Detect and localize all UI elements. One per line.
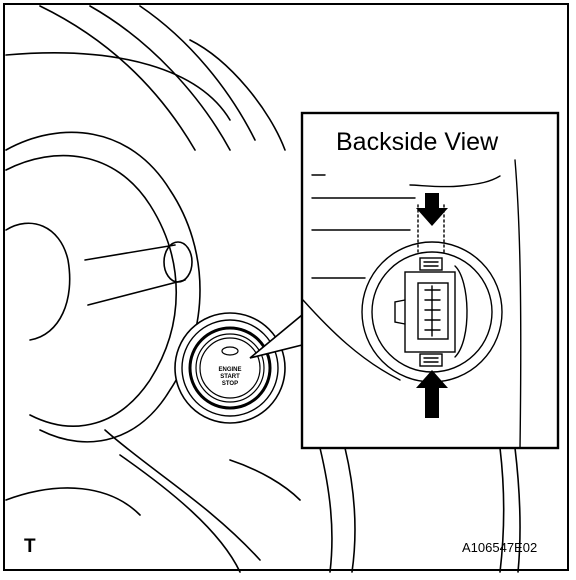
button-label-start: START — [220, 374, 240, 380]
arrow-down-icon — [416, 193, 448, 226]
engine-start-button: ENGINE START STOP — [174, 312, 286, 424]
corner-label: T — [24, 536, 36, 557]
figure-id: A106547E02 — [462, 540, 538, 555]
button-label-engine: ENGINE — [218, 367, 241, 373]
button-label-stop: STOP — [222, 381, 238, 387]
inset-title: Backside View — [336, 128, 499, 156]
arrow-up-icon — [416, 370, 448, 418]
